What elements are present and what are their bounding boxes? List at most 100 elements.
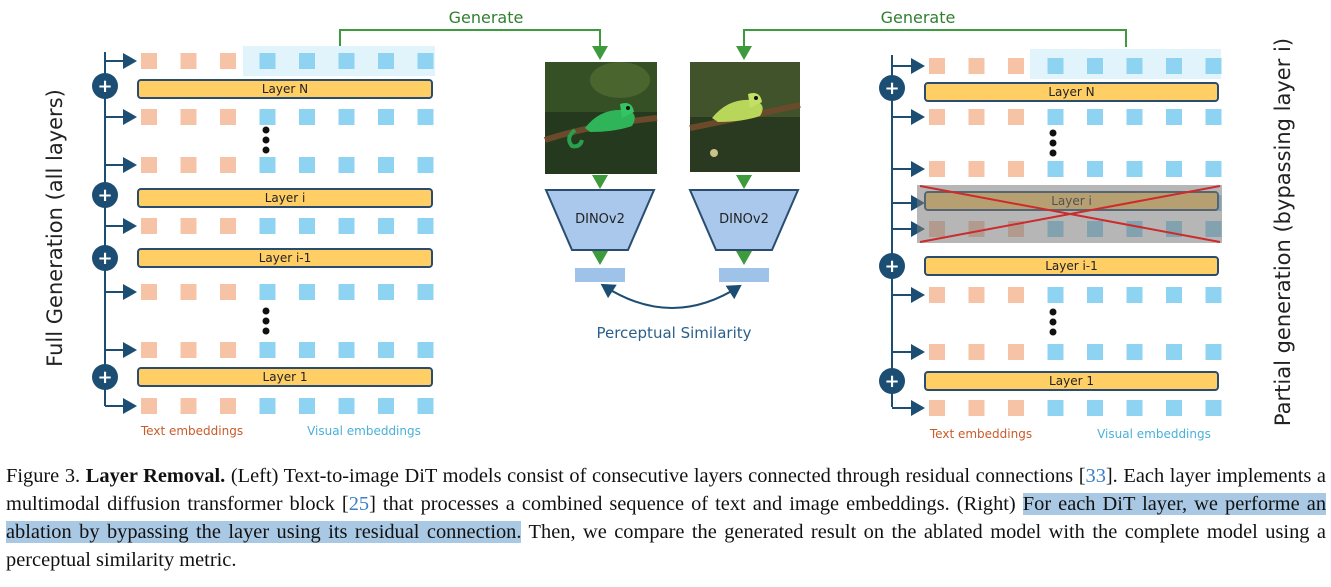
residual-add-icon [879, 368, 905, 394]
visual-embedding-token [417, 157, 434, 173]
visual-embedding-token [1047, 109, 1064, 125]
visual-embedding-token [1126, 161, 1143, 177]
visual-embedding-token [338, 109, 355, 125]
text-embedding-token [929, 109, 945, 125]
legend-text-embeddings: Text embeddings [929, 427, 1032, 441]
residual-add-icon [92, 245, 118, 271]
visual-embedding-token [259, 109, 276, 125]
generate-label-left: Generate [449, 8, 524, 27]
text-embedding-token [180, 342, 197, 358]
citation-link[interactable]: 25 [348, 493, 370, 515]
visual-embedding-token [417, 284, 434, 300]
visual-embedding-token [1205, 287, 1222, 303]
layer-label: Layer i [265, 191, 306, 205]
text-embedding-token [220, 53, 236, 69]
text-embedding-token [968, 400, 985, 416]
layer-removal-diagram: Full Generation (all layers) Partial gen… [43, 8, 1295, 441]
visual-embedding-token [1166, 58, 1182, 74]
visual-embedding-token [1126, 344, 1143, 360]
visual-embedding-token [1087, 400, 1103, 416]
text-embedding-token [929, 344, 945, 360]
text-embedding-token [180, 109, 197, 125]
visual-embedding-token [338, 157, 355, 173]
layer-block [137, 188, 433, 208]
visual-embedding-token [417, 218, 434, 234]
layer-label: Layer i-1 [259, 251, 312, 265]
visual-embedding-token [1087, 161, 1103, 177]
residual-add-icon [92, 73, 118, 99]
residual-add-icon [879, 253, 905, 279]
visual-embedding-token [1126, 287, 1143, 303]
visual-embedding-token [259, 218, 276, 234]
generate-label-right: Generate [881, 8, 956, 27]
visual-embedding-token [378, 109, 394, 125]
visual-embedding-token [417, 398, 434, 414]
text-embedding-token [141, 218, 157, 234]
chameleon-image-partial [689, 62, 801, 172]
visual-embedding-token [1205, 400, 1222, 416]
text-embedding-token [1008, 287, 1024, 303]
layer-block [137, 248, 433, 268]
feature-vector-right [719, 268, 769, 282]
text-embedding-token [220, 284, 236, 300]
visual-embedding-token [1126, 109, 1143, 125]
text-embedding-token [180, 218, 197, 234]
visual-embedding-token [299, 218, 315, 234]
text-embedding-token [1008, 109, 1024, 125]
text-embedding-token [968, 287, 985, 303]
plus-sign: + [884, 78, 899, 99]
visual-embedding-token [378, 342, 394, 358]
text-embedding-token [180, 398, 197, 414]
layer-block [137, 367, 433, 387]
plus-sign: + [97, 185, 112, 206]
plus-sign: + [97, 248, 112, 269]
text-embedding-token [180, 53, 197, 69]
layer-label: Layer N [1048, 85, 1094, 99]
layer-label: Layer 1 [1049, 374, 1094, 388]
legend-text-embeddings: Text embeddings [140, 424, 243, 438]
visual-embedding-token [1166, 344, 1182, 360]
text-embedding-token [220, 342, 236, 358]
text-embedding-token [141, 109, 157, 125]
visual-embedding-token [1087, 109, 1103, 125]
text-embedding-token [141, 157, 157, 173]
left-title: Full Generation (all layers) [43, 89, 67, 367]
layer-block [924, 371, 1219, 391]
visual-embedding-token [259, 398, 276, 414]
text-embedding-token [968, 344, 985, 360]
cross-out-mark [919, 185, 1221, 243]
visual-embedding-token [1047, 344, 1064, 360]
text-embedding-token [968, 109, 985, 125]
residual-add-icon [879, 75, 905, 101]
layer-block [137, 79, 433, 99]
visual-embedding-token [1047, 161, 1064, 177]
layer-label: Layer i-1 [1045, 259, 1098, 273]
layer-block [924, 82, 1219, 102]
visual-embedding-token [338, 218, 355, 234]
visual-embedding-token [1166, 287, 1182, 303]
visual-embedding-token [1087, 58, 1103, 74]
caption-text-3: ] that processes a combined sequence of … [369, 493, 1023, 515]
residual-add-icon [92, 182, 118, 208]
citation-link[interactable]: 33 [1085, 465, 1106, 487]
text-embedding-token [929, 287, 945, 303]
similarity-arc [600, 283, 742, 309]
visual-embedding-token [378, 218, 394, 234]
visual-embedding-token [1205, 344, 1222, 360]
visual-embedding-token [1047, 58, 1064, 74]
figure-label: Figure 3. [6, 465, 81, 487]
text-embedding-token [180, 284, 197, 300]
text-embedding-token [929, 400, 945, 416]
visual-embedding-token [378, 284, 394, 300]
visual-embedding-token [417, 53, 434, 69]
encoder-label-left: DINOv2 [575, 212, 625, 227]
visual-embedding-token [299, 157, 315, 173]
visual-embedding-token [299, 398, 315, 414]
similarity-label: Perceptual Similarity [596, 324, 751, 342]
visual-embedding-token [259, 53, 276, 69]
caption-title: Layer Removal. [85, 465, 226, 487]
feature-vector-left [575, 268, 625, 282]
ellipsis-dots [262, 126, 270, 335]
text-embedding-token [220, 157, 236, 173]
